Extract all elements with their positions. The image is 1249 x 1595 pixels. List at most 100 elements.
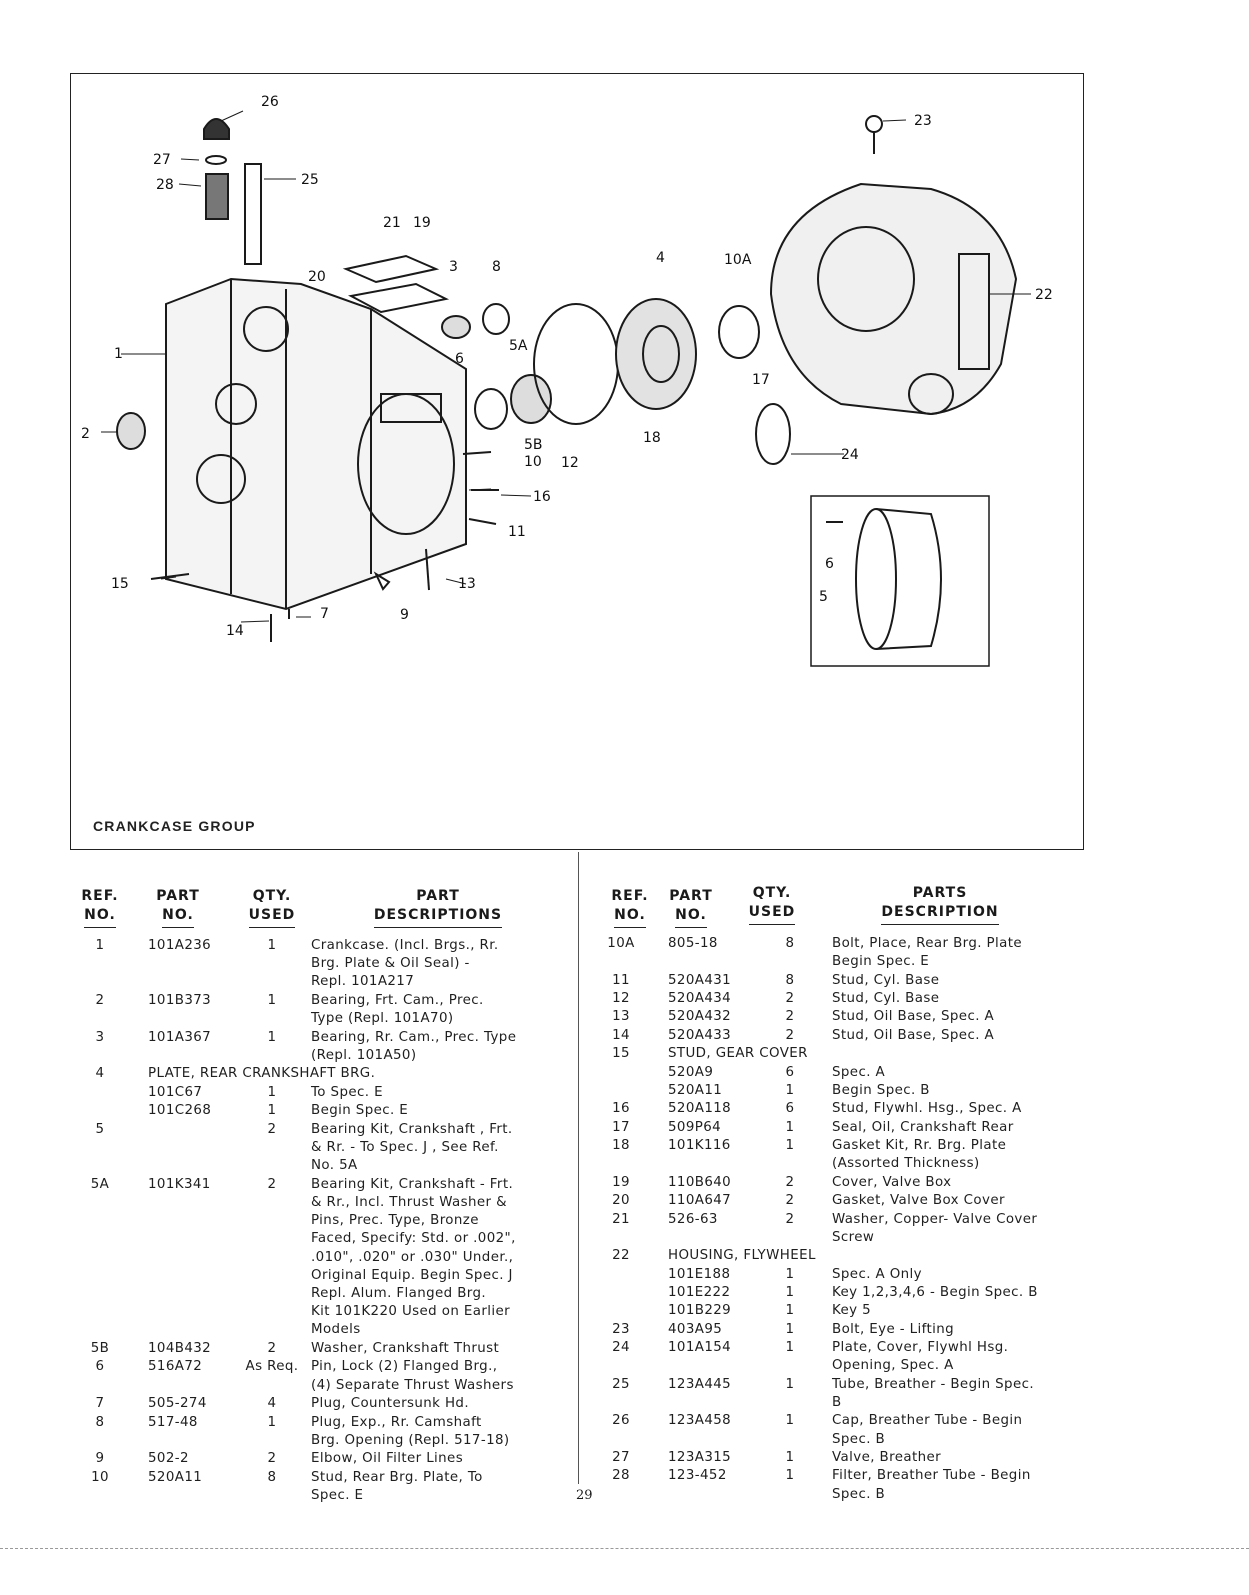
description-line: Elbow, Oil Filter Lines <box>311 1451 464 1467</box>
ref-no: 5B <box>90 1340 110 1356</box>
description-line: B <box>832 1395 842 1410</box>
description-line: No. 5A <box>311 1158 358 1174</box>
qty-used: 2 <box>785 1193 795 1209</box>
page-number: 29 <box>576 1488 593 1503</box>
svg-text:20: 20 <box>308 269 326 285</box>
svg-text:2: 2 <box>81 426 90 442</box>
part-no: 505-274 <box>148 1396 207 1411</box>
part-no: 101A154 <box>668 1340 732 1356</box>
part-no: 123A315 <box>668 1450 732 1465</box>
description-line: Gasket Kit, Rr. Brg. Plate <box>832 1138 1007 1154</box>
description-line: Spec. A <box>832 1064 886 1080</box>
ref-no: 19 <box>612 1174 630 1190</box>
part-description: Begin Spec. B <box>832 1082 930 1100</box>
svg-text:3: 3 <box>449 259 458 275</box>
svg-text:12: 12 <box>561 455 579 471</box>
svg-text:9: 9 <box>400 607 409 623</box>
description-line: Type (Repl. 101A70) <box>311 1011 454 1027</box>
description-line: Spec. A Only <box>832 1266 923 1282</box>
qty-used: 6 <box>785 1101 795 1117</box>
description-line: Repl. 101A217 <box>311 974 415 990</box>
ref-no: 6 <box>95 1359 105 1375</box>
svg-text:28: 28 <box>156 177 174 193</box>
ref-no: 14 <box>612 1027 630 1043</box>
qty-used: 1 <box>267 1103 277 1119</box>
description-line: Bolt, Place, Rear Brg. Plate <box>832 936 1023 951</box>
figure-caption: CRANKCASE GROUP <box>93 818 256 834</box>
qty-used: 1 <box>267 992 277 1008</box>
qty-used: 1 <box>785 1303 795 1319</box>
qty-used: 1 <box>785 1285 795 1300</box>
description-line: Models <box>311 1322 361 1338</box>
ref-no: 20 <box>612 1193 630 1209</box>
part-description: Key 5 <box>832 1302 871 1320</box>
left-header-ref: REF.NO. <box>76 887 124 928</box>
description-line: Pins, Prec. Type, Bronze <box>311 1213 479 1229</box>
description-line: Begin Spec. E <box>311 1103 409 1119</box>
description-line: Pin, Lock (2) Flanged Brg., <box>311 1359 498 1375</box>
qty-used: 1 <box>785 1376 795 1392</box>
ref-no: 21 <box>612 1211 630 1227</box>
svg-text:13: 13 <box>458 576 476 592</box>
qty-used: As Req. <box>245 1359 299 1375</box>
description-line: Stud, Oil Base, Spec. A <box>832 1009 995 1025</box>
crankcase-illustration: 26 27 28 25 21 19 20 3 8 4 10A 23 22 1 6… <box>70 73 1084 850</box>
description-line: Filter, Breather Tube - Begin <box>832 1468 1031 1484</box>
ref-no: 18 <box>612 1138 630 1154</box>
part-description: Stud, Flywhl. Hsg., Spec. A <box>832 1100 1022 1118</box>
svg-text:11: 11 <box>508 524 526 540</box>
qty-used: 1 <box>785 1119 795 1135</box>
part-no: 403A95 <box>668 1321 723 1337</box>
ref-no: 9 <box>95 1451 105 1467</box>
qty-used: 2 <box>267 1451 277 1467</box>
part-description: Begin Spec. E <box>311 1102 408 1120</box>
part-no: 502-2 <box>148 1451 189 1467</box>
part-no: HOUSING, FLYWHEEL <box>668 1248 816 1264</box>
bottom-rule <box>0 1548 1249 1549</box>
description-line: Spec. B <box>832 1431 886 1447</box>
exploded-diagram: 26 27 28 25 21 19 20 3 8 4 10A 23 22 1 6… <box>81 94 1053 667</box>
svg-text:6: 6 <box>455 351 464 367</box>
description-line: Stud, Flywhl. Hsg., Spec. A <box>832 1101 1022 1117</box>
svg-text:18: 18 <box>643 430 661 446</box>
ref-no: 24 <box>612 1340 630 1356</box>
ref-no: 25 <box>612 1376 630 1392</box>
ref-no: 1 <box>95 938 105 953</box>
part-description: Stud, Oil Base, Spec. A <box>832 1027 994 1045</box>
qty-used: 1 <box>785 1340 795 1356</box>
part-no: 101A367 <box>148 1029 212 1045</box>
svg-text:15: 15 <box>111 576 129 592</box>
part-no: 101K116 <box>668 1138 731 1154</box>
part-no: 101C268 <box>148 1103 212 1119</box>
ref-no: 28 <box>612 1468 630 1484</box>
part-no: 110B640 <box>668 1174 732 1190</box>
description-line: (Repl. 101A50) <box>311 1047 417 1063</box>
svg-text:6: 6 <box>825 556 834 572</box>
svg-text:19: 19 <box>413 215 431 231</box>
part-no: 101A236 <box>148 938 212 953</box>
description-line: Begin Spec. B <box>832 1083 930 1098</box>
crankcase-body <box>165 277 467 611</box>
ref-no: 27 <box>612 1450 630 1465</box>
description-line: Stud, Rear Brg. Plate, To <box>311 1469 483 1485</box>
part-no: 526-63 <box>668 1211 718 1227</box>
description-line: Plug, Countersunk Hd. <box>311 1396 469 1411</box>
svg-text:25: 25 <box>301 172 319 188</box>
part-no: 520A11 <box>668 1083 723 1098</box>
svg-text:10: 10 <box>524 454 542 470</box>
part-description: Stud, Rear Brg. Plate, To Spec. E <box>311 1469 483 1505</box>
part-description: Stud, Oil Base, Spec. A <box>832 1008 994 1026</box>
description-line: Spec. E <box>311 1487 364 1503</box>
part-no: 101B229 <box>668 1303 732 1319</box>
right-header-qty: QTY.USED <box>744 884 800 925</box>
part-description: Seal, Oil, Crankshaft Rear <box>832 1119 1014 1137</box>
qty-used: 2 <box>785 1009 795 1025</box>
svg-text:23: 23 <box>914 113 932 129</box>
part-no: 110A647 <box>668 1193 732 1209</box>
part-no: 101E188 <box>668 1266 731 1282</box>
part-no: 123A458 <box>668 1413 732 1429</box>
description-line: Stud, Cyl. Base <box>832 972 940 988</box>
description-line: Stud, Oil Base, Spec. A <box>832 1027 995 1043</box>
svg-text:5B: 5B <box>524 437 543 453</box>
